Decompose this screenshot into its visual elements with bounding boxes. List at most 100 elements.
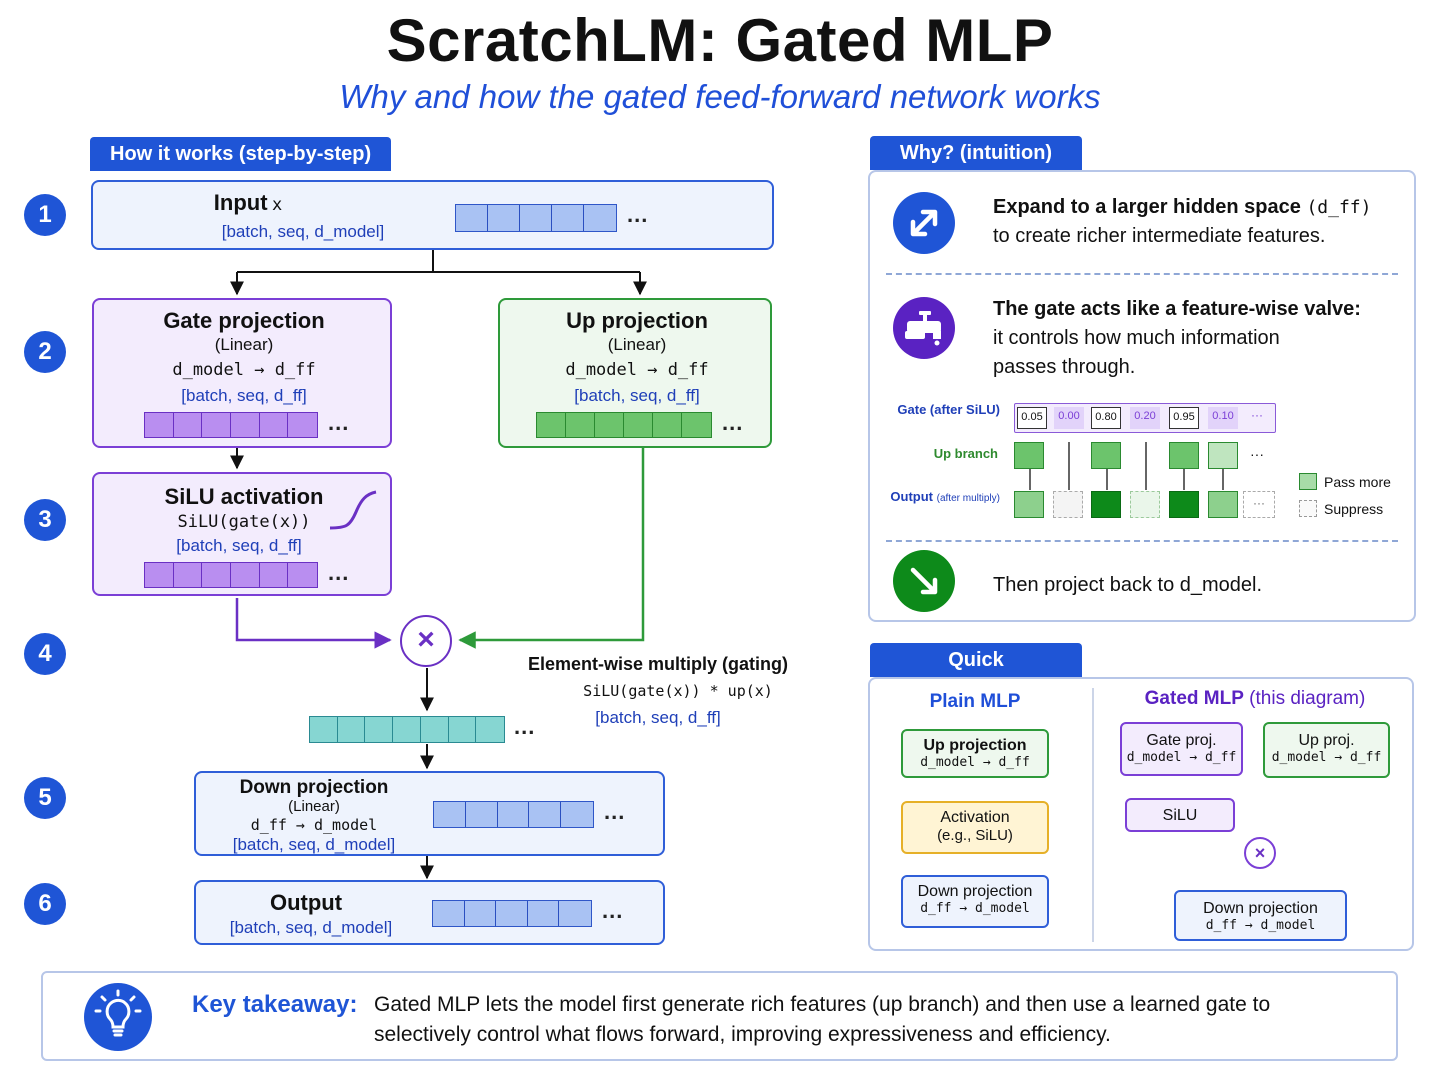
silu-shape: [batch, seq, d_ff] (176, 536, 302, 555)
out-cell-3 (1091, 491, 1121, 518)
gated-mlp-title: Gated MLP (this diagram) (1110, 688, 1400, 710)
output-title: Output (269, 890, 343, 915)
output-row-label: Output (after multiply) (874, 489, 1000, 504)
legend-suppress-label: Suppress (1324, 501, 1384, 517)
plain-down-label: Down projection (917, 883, 1033, 900)
comparison-divider (1092, 688, 1094, 942)
gated-up-box: Up proj. d_model → d_ff (1263, 722, 1390, 778)
project-back-text: Then project back to d_model. (993, 574, 1263, 596)
takeaway-label: Key takeaway: (192, 991, 358, 1018)
steps-tab: How it works (step-by-step) (90, 137, 392, 171)
gated-ellipsis: ... (514, 714, 536, 739)
why-divider-1 (886, 273, 1398, 275)
up-shape: [batch, seq, d_ff] (574, 386, 700, 405)
gate-value-1: 0.05 (1017, 407, 1047, 429)
plain-act-label-1: Activation (940, 809, 1010, 826)
faucet-icon (893, 297, 955, 359)
takeaway-box: Key takeaway: Gated MLP lets the model f… (41, 971, 1398, 1061)
why-tab: Why? (intuition) (870, 136, 1082, 170)
takeaway-line-1: Gated MLP lets the model first generate … (374, 993, 1271, 1016)
step-number-4: 4 (24, 633, 66, 675)
down-shape: [batch, seq, d_model] (232, 835, 396, 854)
silu-formula: SiLU(gate(x)) (177, 512, 311, 532)
page-title: ScratchLM: Gated MLP (386, 7, 1054, 74)
takeaway-line-2: selectively control what flows forward, … (374, 1023, 1111, 1046)
gate-projection-box: Gate projection (Linear) d_model → d_ff … (92, 298, 392, 448)
gated-up-dims: d_model → d_ff (1271, 750, 1382, 765)
step-number-6: 6 (24, 883, 66, 925)
out-cell-4 (1130, 491, 1160, 518)
output-ellipsis: ... (602, 898, 624, 923)
gate-value-4: 0.20 (1130, 407, 1160, 429)
gate-value-5: 0.95 (1169, 407, 1199, 429)
multiply-node: × (400, 615, 452, 667)
multiply-title: Element-wise multiply (gating) (527, 654, 789, 674)
up-kind: (Linear) (607, 335, 667, 354)
down-dims: d_ff → d_model (250, 816, 378, 834)
up-more: ··· (1250, 446, 1264, 462)
output-shape: [batch, seq, d_model] (229, 918, 393, 937)
gated-down-dims: d_ff → d_model (1205, 918, 1316, 933)
input-title: Input (213, 190, 268, 215)
step-number-2: 2 (24, 331, 66, 373)
legend-pass-swatch (1299, 473, 1317, 490)
step-number-5: 5 (24, 777, 66, 819)
why-panel: Expand to a larger hidden space (d_ff) t… (868, 170, 1416, 622)
gated-gate-box: Gate proj. d_model → d_ff (1120, 722, 1243, 776)
input-box: Input x [batch, seq, d_model] ... (91, 180, 774, 250)
expand-code: (d_ff) (1306, 197, 1372, 218)
step-number-1: 1 (24, 194, 66, 236)
gated-silu-box: SiLU (1125, 798, 1235, 832)
gate-vector (144, 412, 318, 438)
down-right-arrow-icon (893, 550, 955, 612)
gate-flow-lines (1029, 442, 1224, 490)
gated-gate-dims: d_model → d_ff (1126, 750, 1237, 765)
gated-multiply-node: × (1244, 837, 1276, 869)
expand-bold: Expand to a larger hidden space (993, 196, 1301, 218)
up-cell-6 (1208, 442, 1238, 469)
gate-dims: d_model → d_ff (172, 360, 316, 380)
input-var: x (271, 195, 283, 215)
plain-mlp-title: Plain MLP (929, 691, 1021, 712)
out-cell-2 (1053, 491, 1083, 518)
gate-value-6: 0.10 (1208, 407, 1238, 429)
up-row-label: Up branch (933, 446, 998, 461)
valve-rest-2: passes through. (993, 356, 1136, 378)
out-cell-1 (1014, 491, 1044, 518)
silu-ellipsis: ... (328, 560, 350, 585)
expand-icon (893, 192, 955, 254)
up-title: Up projection (566, 308, 708, 333)
plain-activation-box: Activation (e.g., SiLU) (901, 801, 1049, 854)
gate-value-2: 0.00 (1054, 407, 1084, 429)
down-vector (433, 801, 594, 828)
legend-pass-label: Pass more (1324, 474, 1391, 490)
gate-kind: (Linear) (214, 335, 274, 354)
output-row-label-main: Output (890, 489, 934, 504)
input-ellipsis: ... (627, 202, 649, 227)
lightbulb-icon (84, 983, 152, 1051)
output-box: Output [batch, seq, d_model] ... (194, 880, 665, 945)
gate-row-label: Gate (after SiLU) (897, 402, 1000, 417)
up-vector (536, 412, 712, 438)
input-shape: [batch, seq, d_model] (221, 222, 385, 241)
up-projection-box: Up projection (Linear) d_model → d_ff [b… (498, 298, 772, 448)
plain-down-dims: d_ff → d_model (920, 901, 1030, 916)
gate-more: ··· (1251, 408, 1263, 422)
plain-down-box: Down projection d_ff → d_model (901, 875, 1049, 928)
comparison-tab: Quick comparison (870, 643, 1082, 705)
page-subtitle: Why and how the gated feed-forward netwo… (339, 78, 1101, 115)
gated-up-label: Up proj. (1298, 732, 1355, 749)
out-cell-6 (1208, 491, 1238, 518)
gate-shape: [batch, seq, d_ff] (181, 386, 307, 405)
down-title: Down projection (239, 777, 389, 798)
up-cell-5 (1169, 442, 1199, 469)
output-vector (432, 900, 592, 927)
gate-ellipsis: ... (328, 410, 350, 435)
out-more: ··· (1243, 491, 1275, 518)
silu-box: SiLU activation SiLU(gate(x)) [batch, se… (92, 472, 392, 596)
valve-rest-1: it controls how much information (993, 327, 1280, 349)
gated-down-box: Down projection d_ff → d_model (1174, 890, 1347, 941)
input-vector (455, 204, 617, 232)
gated-vector (309, 716, 505, 743)
plain-up-box: Up projection d_model → d_ff (901, 729, 1049, 778)
